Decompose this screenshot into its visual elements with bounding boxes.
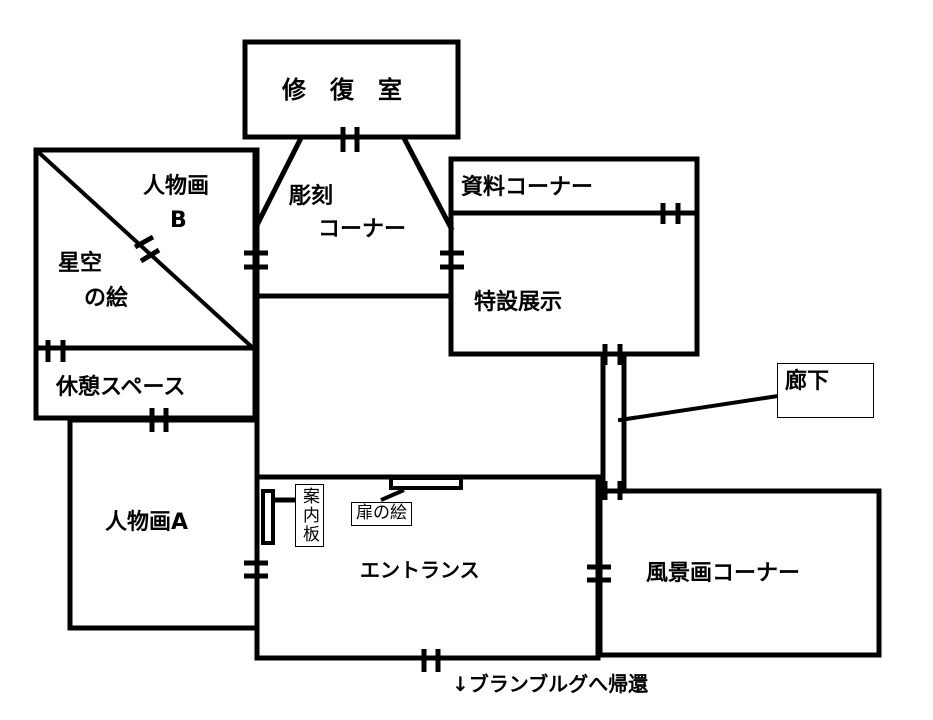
info-board-label: 案内板 xyxy=(295,484,324,547)
room-restoration: 修 復 室 xyxy=(282,76,402,104)
room-landscape: 風景画コーナー xyxy=(646,561,801,586)
room-starry-line2: の絵 xyxy=(84,286,129,311)
archive-special-walls xyxy=(448,156,700,357)
door-painting-frame xyxy=(380,476,463,502)
restoration-room-walls xyxy=(242,39,461,140)
room-sculpture-line2: コーナー xyxy=(318,217,407,242)
room-portrait-b-line2: B xyxy=(170,208,187,233)
landscape-room-walls xyxy=(597,488,882,658)
corridor-walls xyxy=(600,351,627,493)
room-starry-line1: 星空 xyxy=(58,251,103,276)
corridor-pointer-line xyxy=(617,393,781,423)
room-portrait-b-line1: 人物画 xyxy=(143,174,210,199)
exit-note: ↓ブランブルグへ帰還 xyxy=(452,672,649,696)
corridor-label-box: 廊下 xyxy=(777,363,874,418)
room-archive: 資料コーナー xyxy=(461,175,594,200)
info-board-stand xyxy=(261,489,296,545)
door-painting-label: 扉の絵 xyxy=(356,503,407,523)
room-portrait-a: 人物画A xyxy=(105,510,189,535)
room-sculpture-line1: 彫刻 xyxy=(289,184,334,209)
door-markers xyxy=(45,127,681,672)
room-special-exhibit: 特設展示 xyxy=(474,290,563,315)
room-entrance: エントランス xyxy=(360,558,480,582)
sculpture-corner-walls xyxy=(253,136,455,433)
room-corridor: 廊下 xyxy=(785,369,830,394)
door-painting-label-box: 扉の絵 xyxy=(351,502,412,526)
room-rest-space: 休憩スペース xyxy=(56,375,186,400)
